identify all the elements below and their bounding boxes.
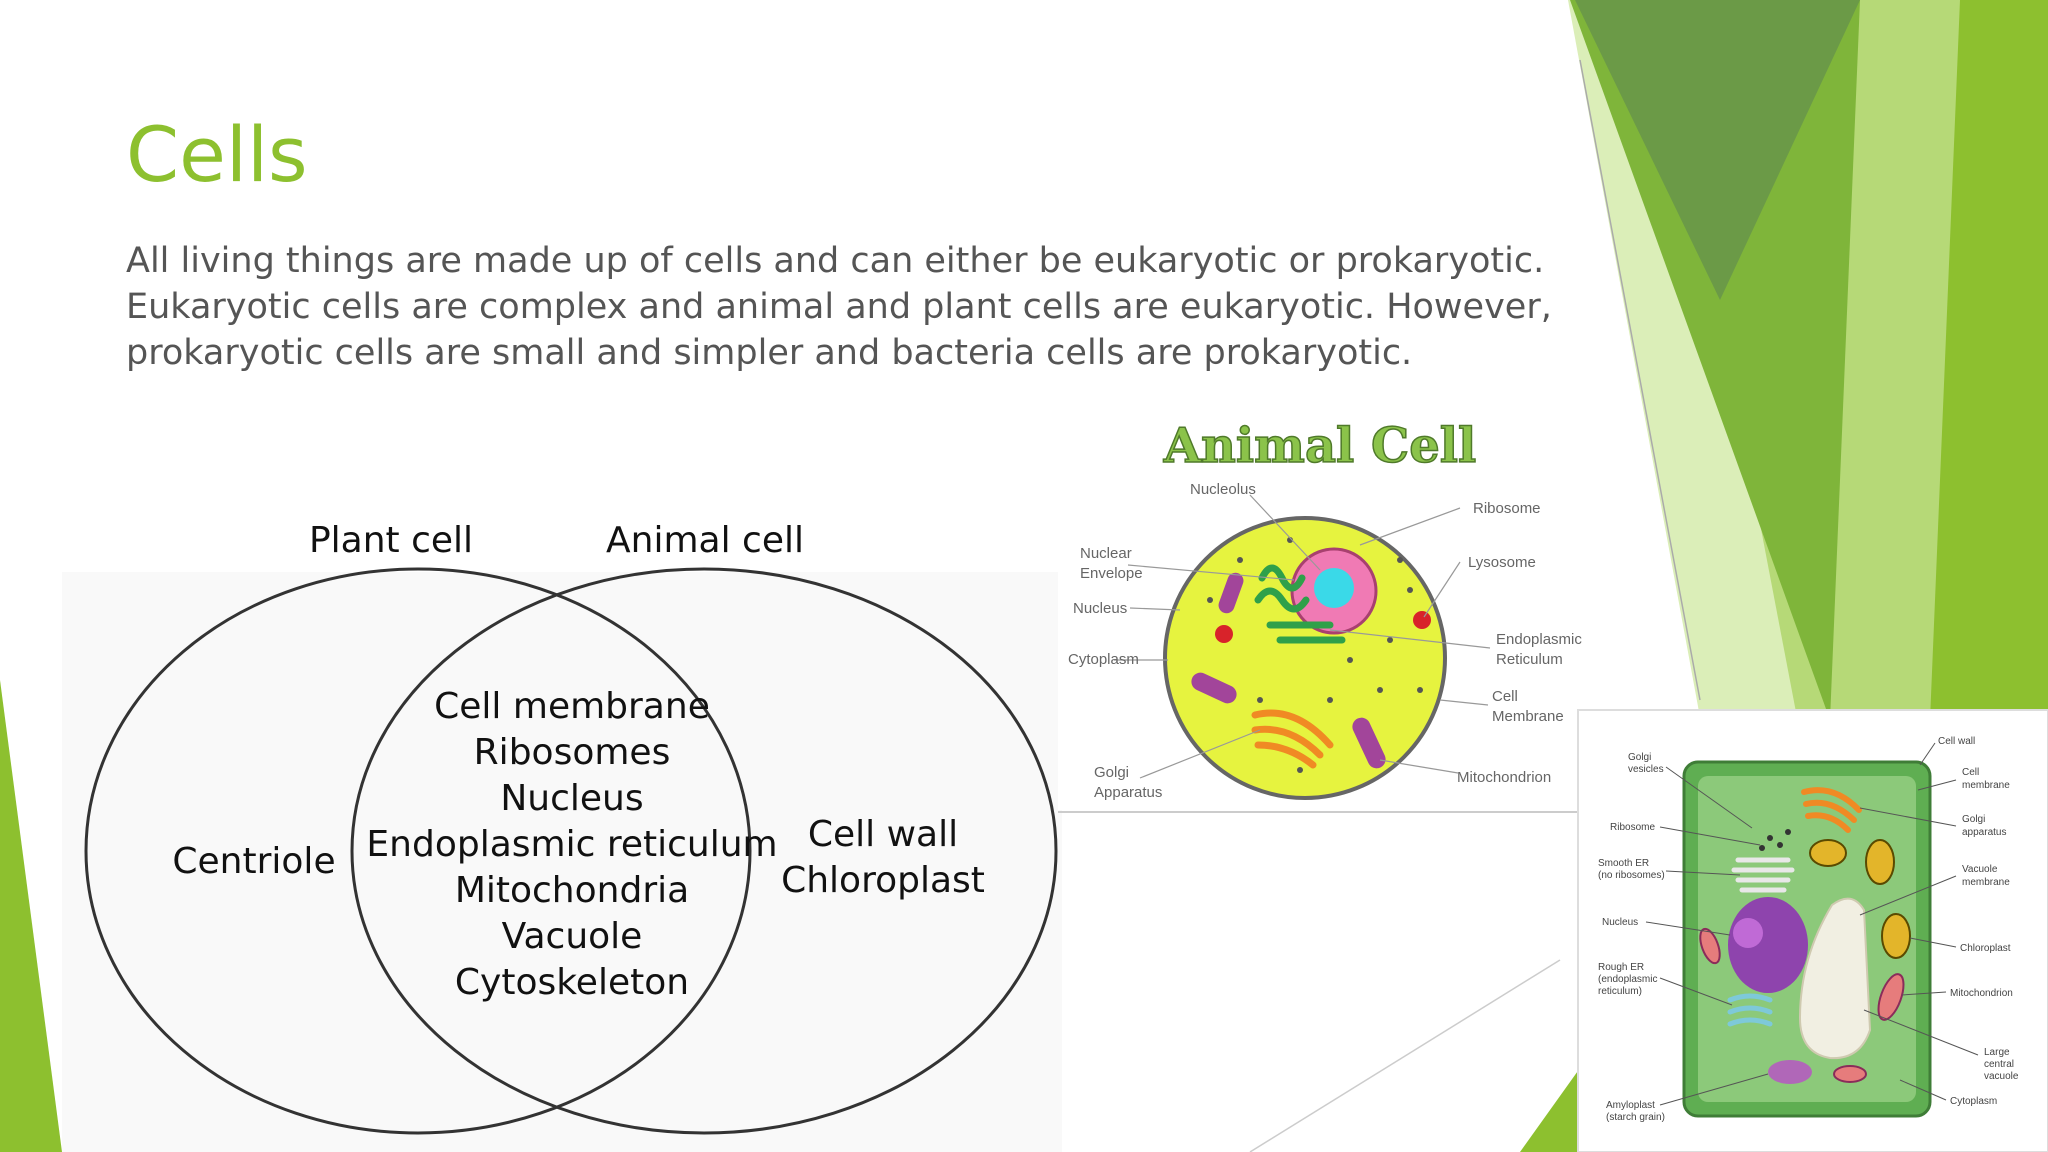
- label-rough-er: Rough ER: [1598, 962, 1644, 973]
- label-golgi-vesicles: vesicles: [1628, 764, 1664, 775]
- label-amyloplast: (starch grain): [1606, 1112, 1665, 1123]
- label-rough-er: reticulum): [1598, 986, 1642, 997]
- label-amyloplast: Amyloplast: [1606, 1100, 1655, 1111]
- label-cell-wall: Cell wall: [1938, 736, 1975, 747]
- label-large-central-vacuole: Large: [1984, 1047, 2010, 1058]
- plant-nucleolus: [1733, 918, 1763, 948]
- plant-chloroplast: [1882, 914, 1910, 958]
- label-nucleus: Nucleus: [1602, 917, 1638, 928]
- label-smooth-er: Smooth ER: [1598, 858, 1649, 869]
- label-cell-membrane: Cell: [1962, 767, 1979, 778]
- label-golgi-vesicles: Golgi: [1628, 752, 1651, 763]
- label-chloroplast: Chloroplast: [1960, 943, 2011, 954]
- label-smooth-er: (no ribosomes): [1598, 870, 1665, 881]
- label-cytoplasm: Cytoplasm: [1950, 1096, 1997, 1107]
- label-golgi-apparatus: Golgi: [1962, 814, 1985, 825]
- label-vacuole-membrane: membrane: [1962, 877, 2010, 888]
- plant-mitochondrion: [1834, 1066, 1866, 1082]
- label-cell-membrane: membrane: [1962, 780, 2010, 791]
- plant-chloroplast: [1866, 840, 1894, 884]
- label-ribosome: Ribosome: [1610, 822, 1655, 833]
- plant-chloroplast: [1810, 840, 1846, 866]
- label-rough-er: (endoplasmic: [1598, 974, 1657, 985]
- label-large-central-vacuole: vacuole: [1984, 1071, 2019, 1082]
- label-vacuole-membrane: Vacuole: [1962, 864, 1998, 875]
- plant-amyloplast: [1768, 1060, 1812, 1084]
- label-large-central-vacuole: central: [1984, 1059, 2014, 1070]
- label-mitochondrion: Mitochondrion: [1950, 988, 2013, 999]
- label-golgi-apparatus: apparatus: [1962, 827, 2006, 838]
